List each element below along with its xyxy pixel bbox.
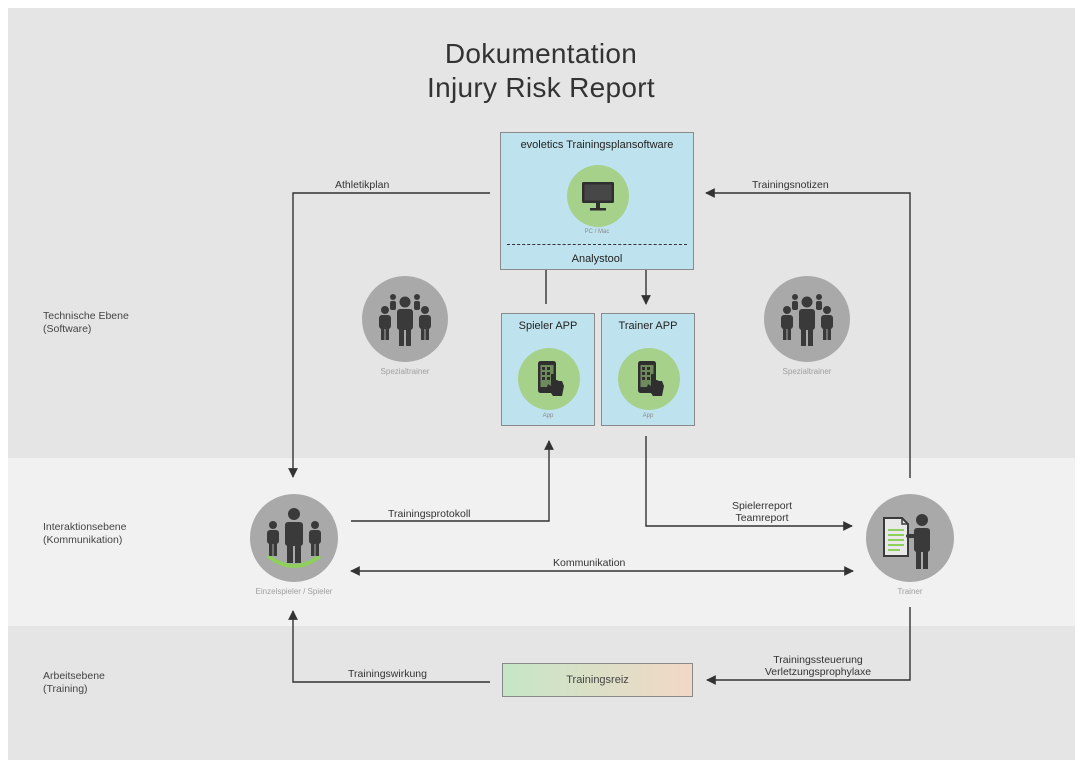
trainingssteuerung-arrow (706, 607, 911, 685)
player-app-icon-circle (518, 348, 580, 410)
verletzungsprophylaxe-label: Verletzungsprophylaxe (764, 666, 872, 678)
teamreport-label: Teamreport (735, 512, 789, 524)
interaction-level-name: Interaktionsebene (43, 521, 127, 533)
software-icon-circle (567, 165, 629, 227)
software-box: evoletics Trainingsplansoftware PC / Mac… (500, 132, 694, 270)
trainer-app-caption: App (642, 413, 654, 419)
trainer-circle (866, 494, 954, 582)
trainingswirkung-arrow (288, 610, 490, 683)
athletikplan-label: Athletikplan (335, 179, 390, 191)
smartphone-touch-icon (638, 361, 664, 396)
trainer-app-box: Trainer APP App (601, 313, 695, 426)
work-level-label: Arbeitsebene (Training) (43, 670, 105, 696)
work-level-sub: (Training) (43, 683, 88, 695)
monitor-icon (582, 182, 614, 211)
special-trainer-right-circle (764, 276, 850, 362)
trainer-clipboard-icon (883, 514, 930, 569)
trainer-app-icon-circle (618, 348, 680, 410)
special-trainer-right-caption: Spezialtrainer (782, 367, 832, 376)
smartphone-touch-icon (538, 361, 564, 396)
software-box-title: evoletics Trainingsplansoftware (520, 139, 674, 151)
special-trainer-left-caption: Spezialtrainer (380, 367, 430, 376)
trainer-caption: Trainer (897, 587, 923, 596)
technical-level-name: Technische Ebene (43, 310, 129, 322)
trainingsprotokoll-arrow (351, 440, 554, 522)
technical-level-sub: (Software) (43, 323, 92, 335)
report-arrow (645, 436, 853, 531)
player-group-icon (266, 508, 322, 568)
trainingsprotokoll-label: Trainingsprotokoll (388, 508, 471, 520)
player-app-title: Spieler APP (518, 320, 578, 332)
interaction-level-sub: (Kommunikation) (43, 534, 123, 546)
software-box-divider (507, 244, 687, 245)
spielerreport-label: Spielerreport (731, 500, 793, 512)
report-label: Spielerreport Teamreport (722, 500, 802, 524)
player-circle (250, 494, 338, 582)
group-of-coaches-icon (379, 294, 431, 346)
title-line-1: Dokumentation (444, 38, 638, 69)
player-app-caption: App (542, 413, 554, 419)
technical-level-label: Technische Ebene (Software) (43, 310, 129, 336)
trainingswirkung-label: Trainingswirkung (348, 668, 427, 680)
work-level-name: Arbeitsebene (43, 670, 105, 682)
title-line-2: Injury Risk Report (427, 72, 655, 103)
steuerung-label: Trainingssteuerung Verletzungsprophylaxe (745, 654, 891, 678)
player-app-box: Spieler APP App (501, 313, 595, 426)
software-device-caption: PC / Mac (584, 229, 610, 235)
interaction-level-label: Interaktionsebene (Kommunikation) (43, 521, 126, 547)
player-caption: Einzelspieler / Spieler (255, 587, 333, 596)
kommunikation-label: Kommunikation (553, 557, 626, 569)
trainingsnotizen-label: Trainingsnotizen (752, 179, 829, 191)
trainer-app-title: Trainer APP (618, 320, 678, 332)
trainingsreiz-box: Trainingsreiz (502, 663, 693, 697)
analystool-label: Analystool (571, 253, 623, 265)
trainingsnotizen-arrow (705, 188, 911, 478)
athletikplan-arrow (288, 192, 490, 478)
trainingssteuerung-label: Trainingssteuerung (773, 654, 863, 666)
group-of-coaches-icon (781, 294, 833, 346)
special-trainer-left-circle (362, 276, 448, 362)
